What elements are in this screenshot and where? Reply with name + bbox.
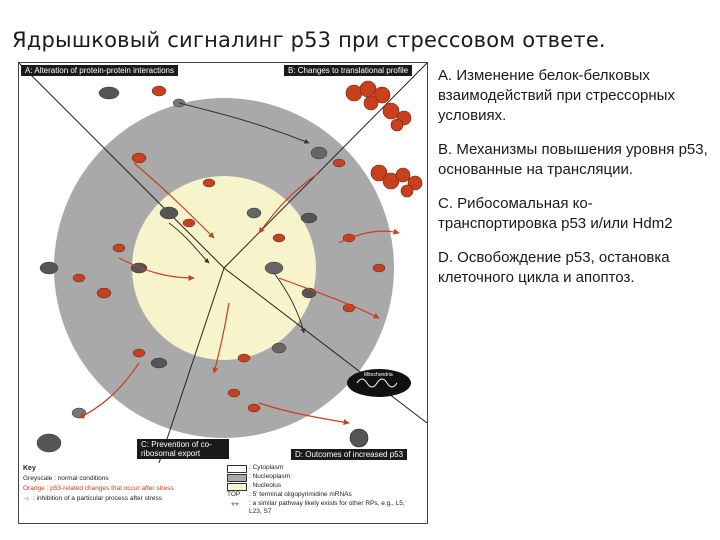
panel-d-label: D: Outcomes of increased p53 bbox=[291, 449, 408, 460]
key-title: Key bbox=[23, 465, 36, 472]
panel-c-label: C: Prevention of co-ribosomal export bbox=[137, 439, 229, 459]
key-top: : 5' terminal oligopyrimidine mRNAs bbox=[249, 491, 352, 498]
key-top-label: TOP bbox=[227, 491, 241, 498]
key-nucleolus-swatch bbox=[227, 483, 247, 491]
panel-a-label: A: Alteration of protein-protein interac… bbox=[21, 65, 178, 76]
key-inhibition-icon: ⊣ bbox=[23, 496, 29, 503]
key-cytoplasm: : Cytoplasm bbox=[249, 464, 284, 471]
pathway-arrows bbox=[78, 162, 400, 426]
pathway-arrows-basal bbox=[168, 102, 310, 334]
key-greyscale: Greyscale : normal conditions bbox=[23, 475, 109, 482]
key-cytoplasm-swatch bbox=[227, 465, 247, 473]
key-star-label: ** bbox=[231, 501, 239, 512]
key-orange: Orange : p53-related changes that occur … bbox=[23, 485, 174, 492]
nucleus-shape bbox=[349, 428, 369, 448]
key-nucleoplasm-swatch bbox=[227, 474, 247, 482]
legend-item-c: С. Рибосомальная ко-транспортировка р53 … bbox=[438, 195, 673, 232]
pathway-figure: Mitochondria A: Alteration of protein-pr… bbox=[18, 62, 428, 524]
slide-title: Ядрышковый сигналинг p53 при стрессовом … bbox=[12, 28, 606, 52]
mitochondria-label: Mitochondria bbox=[364, 372, 393, 378]
legend-item-a: А. Изменение белок-белковых взаимодейств… bbox=[438, 67, 675, 124]
pathway-diagram: Mitochondria bbox=[19, 63, 427, 463]
legend: А. Изменение белок-белковых взаимодейств… bbox=[438, 66, 708, 302]
mitochondria-shape bbox=[347, 369, 411, 397]
panel-b-label: B: Changes to translational profile bbox=[284, 65, 413, 76]
figure-key: Key Greyscale : normal conditions Orange… bbox=[19, 463, 427, 523]
legend-item-b: В. Механизмы повышения уровня р53, основ… bbox=[438, 141, 708, 178]
key-nucleoplasm: : Nucleoplasm bbox=[249, 473, 291, 480]
legend-item-d: D. Освобождение р53, остановка клеточног… bbox=[438, 249, 670, 286]
key-star-note: : a similar pathway likely exists for ot… bbox=[249, 500, 405, 515]
key-nucleolus: : Nucleolus bbox=[249, 482, 282, 489]
ribosome-cluster bbox=[345, 80, 423, 198]
key-inhibition: : inhibition of a particular process aft… bbox=[33, 495, 162, 502]
